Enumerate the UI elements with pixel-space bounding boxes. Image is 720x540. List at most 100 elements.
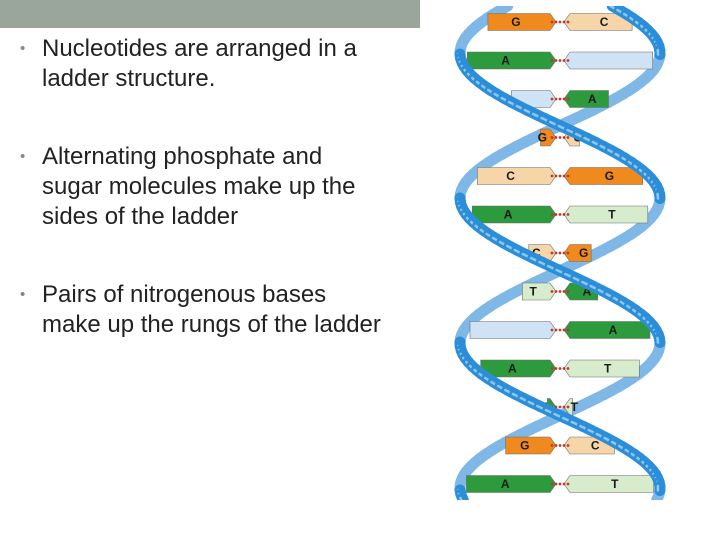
- hydrogen-bond-dot: [554, 174, 558, 178]
- base-label: A: [508, 362, 517, 376]
- hydrogen-bond-dot: [566, 290, 570, 293]
- base-g-bar: [505, 436, 557, 455]
- base-t-bar: [563, 205, 649, 224]
- base-bar: [563, 51, 653, 70]
- hydrogen-bond-dot: [554, 20, 558, 24]
- hydrogen-bond-dot: [550, 59, 554, 62]
- hydrogen-bond-dot: [550, 482, 554, 486]
- base-g-bar: [540, 128, 557, 147]
- hydrogen-bond-dot: [558, 174, 562, 178]
- base-label: A: [583, 285, 592, 299]
- hydrogen-bond-dot: [562, 251, 566, 255]
- hydrogen-bond-dot: [562, 136, 566, 139]
- base-label: A: [588, 92, 597, 106]
- hydrogen-bond-dot: [566, 444, 570, 447]
- base-label: T: [608, 208, 616, 222]
- hydrogen-bond-dot: [550, 444, 554, 447]
- hydrogen-bond-dot: [550, 213, 554, 216]
- bullet-item: • Alternating phosphate and sugar molecu…: [20, 142, 420, 232]
- hydrogen-bond-dot: [562, 405, 566, 409]
- bullet-item: • Pairs of nitrogenous bases make up the…: [20, 280, 420, 340]
- backbone-highlight: [459, 496, 463, 500]
- base-a-bar: [563, 90, 609, 108]
- hydrogen-bond-dot: [558, 213, 562, 216]
- hydrogen-bond-dot: [558, 251, 562, 255]
- hydrogen-bond-dot: [562, 290, 566, 293]
- base-g-bar: [563, 244, 592, 262]
- hydrogen-bond-dot: [566, 136, 570, 139]
- backbone-highlight: [656, 336, 660, 344]
- hydrogen-bond-dot: [562, 97, 566, 101]
- base-label: A: [501, 54, 510, 68]
- bullet-item: • Nucleotides are arranged in a ladder s…: [20, 34, 420, 94]
- base-g-bar: [487, 13, 557, 31]
- base-label: T: [571, 400, 579, 414]
- dna-helix-svg: GCAAGCCGATCGTAAATATGCAT: [454, 6, 666, 500]
- hydrogen-bond-dot: [562, 444, 566, 447]
- base-pair-rung: A: [466, 51, 653, 70]
- base-label: T: [604, 362, 612, 376]
- base-label: G: [579, 246, 588, 260]
- base-label: G: [538, 131, 547, 145]
- hydrogen-bond-dot: [550, 136, 554, 139]
- hydrogen-bond-dot: [550, 97, 554, 101]
- base-a-bar: [466, 51, 557, 70]
- base-a-bar: [480, 359, 557, 378]
- base-label: A: [609, 323, 618, 337]
- hydrogen-bond-dot: [558, 405, 562, 409]
- hydrogen-bond-dot: [558, 367, 562, 370]
- hydrogen-bond-dot: [554, 290, 558, 293]
- hydrogen-bond-dot: [562, 213, 566, 216]
- dna-double-helix-diagram: GCAAGCCGATCGTAAATATGCAT: [428, 6, 692, 500]
- hydrogen-bond-dot: [554, 251, 558, 255]
- hydrogen-bond-dot: [558, 97, 562, 101]
- hydrogen-bond-dot: [566, 405, 570, 409]
- hydrogen-bond-dot: [566, 328, 570, 332]
- hydrogen-bond-dot: [558, 328, 562, 332]
- hydrogen-bond-dot: [554, 213, 558, 216]
- hydrogen-bond-dot: [566, 59, 570, 62]
- hydrogen-bond-dot: [550, 174, 554, 178]
- hydrogen-bond-dot: [554, 367, 558, 370]
- hydrogen-bond-dot: [550, 290, 554, 293]
- bullet-text: Alternating phosphate and sugar molecule…: [42, 143, 356, 230]
- base-label: G: [511, 15, 520, 29]
- base-t-bar: [563, 475, 654, 493]
- title-bar: [0, 0, 420, 28]
- hydrogen-bond-dot: [566, 482, 570, 486]
- bullet-marker: •: [20, 40, 26, 57]
- base-label: G: [520, 439, 529, 453]
- hydrogen-bond-dot: [558, 59, 562, 62]
- hydrogen-bond-dot: [554, 444, 558, 447]
- backbone-strand-segment-b: [651, 492, 664, 500]
- base-label: C: [600, 15, 609, 29]
- base-label: C: [591, 439, 600, 453]
- base-t-bar: [522, 282, 557, 301]
- hydrogen-bond-dot: [558, 444, 562, 447]
- bullet-text: Nucleotides are arranged in a ladder str…: [42, 35, 357, 92]
- hydrogen-bond-dot: [566, 97, 570, 101]
- base-pair-rung: A: [469, 321, 651, 339]
- base-label: G: [605, 169, 614, 183]
- hydrogen-bond-dot: [554, 136, 558, 139]
- hydrogen-bond-dot: [554, 328, 558, 332]
- hydrogen-bond-dot: [550, 20, 554, 24]
- base-g-bar: [563, 167, 643, 185]
- hydrogen-bond-dot: [566, 213, 570, 216]
- base-label: A: [501, 477, 510, 491]
- hydrogen-bond-dot: [566, 174, 570, 178]
- hydrogen-bond-dot: [566, 20, 570, 24]
- base-a-bar: [563, 321, 651, 339]
- backbone-strand-segment-a: [653, 332, 666, 348]
- base-t-bar: [563, 359, 640, 378]
- hydrogen-bond-dot: [562, 482, 566, 486]
- bullet-text: Pairs of nitrogenous bases make up the r…: [42, 281, 381, 338]
- hydrogen-bond-dot: [554, 97, 558, 101]
- hydrogen-bond-dot: [558, 136, 562, 139]
- hydrogen-bond-dot: [550, 367, 554, 370]
- base-label: T: [529, 285, 537, 299]
